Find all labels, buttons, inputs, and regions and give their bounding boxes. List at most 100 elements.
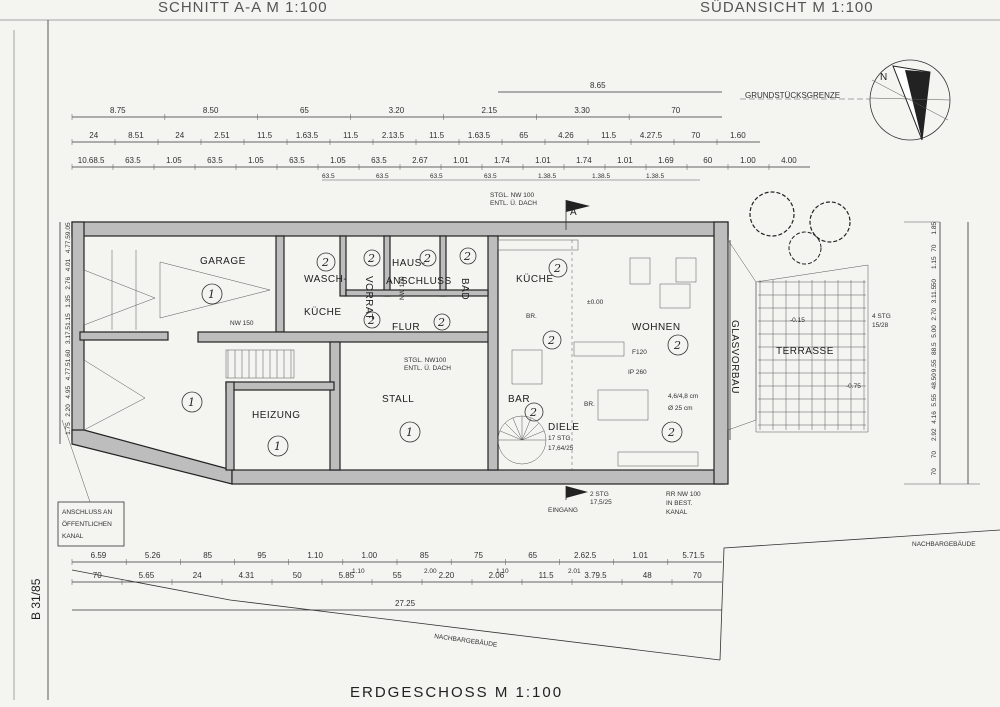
dim-top-r3b-2: 63.5 bbox=[430, 173, 443, 180]
dim-top-r3-7: 63.5 bbox=[371, 156, 387, 165]
dim-top-r3-17: 4.00 bbox=[781, 156, 797, 165]
svg-text:N: N bbox=[880, 72, 887, 83]
dim-total-length: 27.25 bbox=[395, 599, 416, 608]
dim-left-2: 4.01 bbox=[65, 258, 72, 271]
dim-left-11: 1.75 bbox=[65, 422, 72, 435]
dim-top-r1-0: 8.75 bbox=[110, 106, 126, 115]
dim-left-6: 3.17.5 bbox=[65, 326, 72, 344]
dim-bottom-r1b-2: 1.10 bbox=[496, 568, 509, 575]
num-garage: 1 bbox=[208, 288, 215, 301]
dim-top-r2-10: 65 bbox=[519, 131, 528, 140]
note-br2: BR. bbox=[584, 401, 595, 408]
dim-top-r2-5: 1.63.5 bbox=[296, 131, 319, 140]
dim-bottom-r2-4: 50 bbox=[293, 571, 302, 580]
north-arrow-icon: N bbox=[869, 59, 951, 141]
note-rr1: RR NW 100 bbox=[666, 491, 701, 498]
num-stall: 1 bbox=[406, 426, 413, 439]
room-terrasse: TERRASSE bbox=[776, 346, 834, 357]
dim-top-r3-10: 1.74 bbox=[494, 156, 510, 165]
dim-top-r1-3: 3.20 bbox=[389, 106, 405, 115]
note-stgl2b: ENTL. Ü. DACH bbox=[404, 364, 451, 372]
room-garage: GARAGE bbox=[200, 256, 246, 267]
dim-bottom-r1-8: 65 bbox=[528, 551, 537, 560]
dim-top-r1-4: 2.15 bbox=[481, 106, 497, 115]
note-anschluss1: ANSCHLUSS AN bbox=[62, 509, 113, 516]
note-f120: F120 bbox=[632, 349, 647, 356]
room-glasvorbau: GLASVORBAU bbox=[729, 320, 740, 394]
dim-top-r3-3: 63.5 bbox=[207, 156, 223, 165]
neighbor-bottom-label: NACHBARGEBÄUDE bbox=[434, 632, 499, 649]
dim-top-r1-6: 70 bbox=[671, 106, 680, 115]
room-vorrat: VORRAT bbox=[363, 276, 374, 320]
dim-right-1: 70 bbox=[931, 244, 938, 252]
note-nw150: NW 150 bbox=[230, 320, 254, 327]
dim-top-r3-12: 1.74 bbox=[576, 156, 592, 165]
dim-bottom-r1-3: 95 bbox=[257, 551, 266, 560]
dim-bottom-r2-6: 55 bbox=[393, 571, 402, 580]
dim-bottom-r2-5: 5.85 bbox=[339, 571, 355, 580]
room-kueche: KÜCHE bbox=[516, 273, 554, 285]
dim-top-r3-13: 1.01 bbox=[617, 156, 633, 165]
room-anschluss: ANSCHLUSS bbox=[386, 276, 452, 287]
dim-right-8: 9.55 bbox=[931, 359, 938, 372]
dim-bottom-r1-7: 75 bbox=[474, 551, 483, 560]
dim-left-5: 1.15 bbox=[65, 313, 72, 326]
glass-annex bbox=[727, 239, 869, 440]
dim-top-r2-2: 24 bbox=[175, 131, 184, 140]
dim-bottom-r2-0: 70 bbox=[93, 571, 102, 580]
drawing-title: ERDGESCHOSS M 1:100 bbox=[350, 684, 563, 701]
dim-top-r3-11: 1.01 bbox=[535, 156, 551, 165]
note-ip: IP 260 bbox=[628, 369, 647, 376]
num-heizung: 1 bbox=[274, 440, 281, 453]
dim-left-4: 1.35 bbox=[65, 295, 72, 308]
dim-top-r3b-1: 63.5 bbox=[376, 173, 389, 180]
note-rr3: KANAL bbox=[666, 509, 688, 516]
dim-top-r3-15: 60 bbox=[703, 156, 712, 165]
room-flur: FLUR bbox=[392, 322, 420, 333]
note-level075: -0.75 bbox=[846, 383, 861, 390]
section-marker-a: A bbox=[570, 207, 577, 218]
dim-bottom-r1-4: 1.10 bbox=[307, 551, 323, 560]
dim-top-r3-1: 63.5 bbox=[125, 156, 141, 165]
dim-bottom-r1-1: 5.26 bbox=[145, 551, 161, 560]
dim-bottom-r1b-0: 1.10 bbox=[352, 568, 365, 575]
dim-top-r2-15: 1.60 bbox=[730, 131, 746, 140]
dim-left-3: 2.76 bbox=[65, 277, 72, 290]
dim-top-r2-11: 4.26 bbox=[558, 131, 574, 140]
spiral-stair-2 bbox=[504, 422, 523, 441]
dim-right-12: 2.92 bbox=[931, 428, 938, 441]
dim-top-r2-13: 4.27.5 bbox=[640, 131, 663, 140]
dim-right-9: 48.50 bbox=[931, 373, 938, 390]
section-header: SCHNITT A-A M 1:100 bbox=[158, 0, 328, 16]
dim-top-r2-7: 2.13.5 bbox=[382, 131, 405, 140]
room-heizung: HEIZUNG bbox=[252, 410, 301, 421]
room-waschkueche: KÜCHE bbox=[304, 306, 342, 318]
dim-left-0: 9.05 bbox=[65, 222, 72, 235]
dim-top-r3-5: 63.5 bbox=[289, 156, 305, 165]
dim-top-r2-9: 1.63.5 bbox=[468, 131, 491, 140]
dim-top-r3-9: 1.01 bbox=[453, 156, 469, 165]
dim-top-r3-14: 1.69 bbox=[658, 156, 674, 165]
room-bad: BAD bbox=[459, 278, 470, 300]
room-stall: STALL bbox=[382, 394, 414, 405]
note-level015: -0.15 bbox=[790, 317, 805, 324]
dim-top-r3-16: 1.00 bbox=[740, 156, 756, 165]
dim-top-r3b-5: 1.38.5 bbox=[592, 173, 610, 180]
dim-top-r2-1: 8.51 bbox=[128, 131, 144, 140]
dim-right-2: 1.15 bbox=[931, 256, 938, 269]
room-diele: DIELE bbox=[548, 422, 579, 433]
num-flur2: 2 bbox=[437, 316, 445, 329]
spiral-stair-3 bbox=[512, 417, 523, 441]
dim-top-r1-1: 8.50 bbox=[203, 106, 219, 115]
dim-bottom-r2-9: 11.5 bbox=[539, 571, 555, 580]
dim-bottom-r2-2: 24 bbox=[193, 571, 202, 580]
note-diele-stg2: 17,64/25 bbox=[548, 445, 574, 452]
dim-right-14: 70 bbox=[931, 468, 938, 476]
dim-top-r2-3: 2.51 bbox=[214, 131, 230, 140]
dim-bottom-r1-11: 5.71.5 bbox=[682, 551, 705, 560]
note-stgl1a: STGL. NW 100 bbox=[490, 192, 534, 199]
num-flur1: 2 bbox=[367, 314, 375, 327]
dim-bottom-r1-6: 85 bbox=[420, 551, 429, 560]
right-dimensions bbox=[904, 221, 980, 485]
dim-bottom-r2-12: 70 bbox=[693, 571, 702, 580]
